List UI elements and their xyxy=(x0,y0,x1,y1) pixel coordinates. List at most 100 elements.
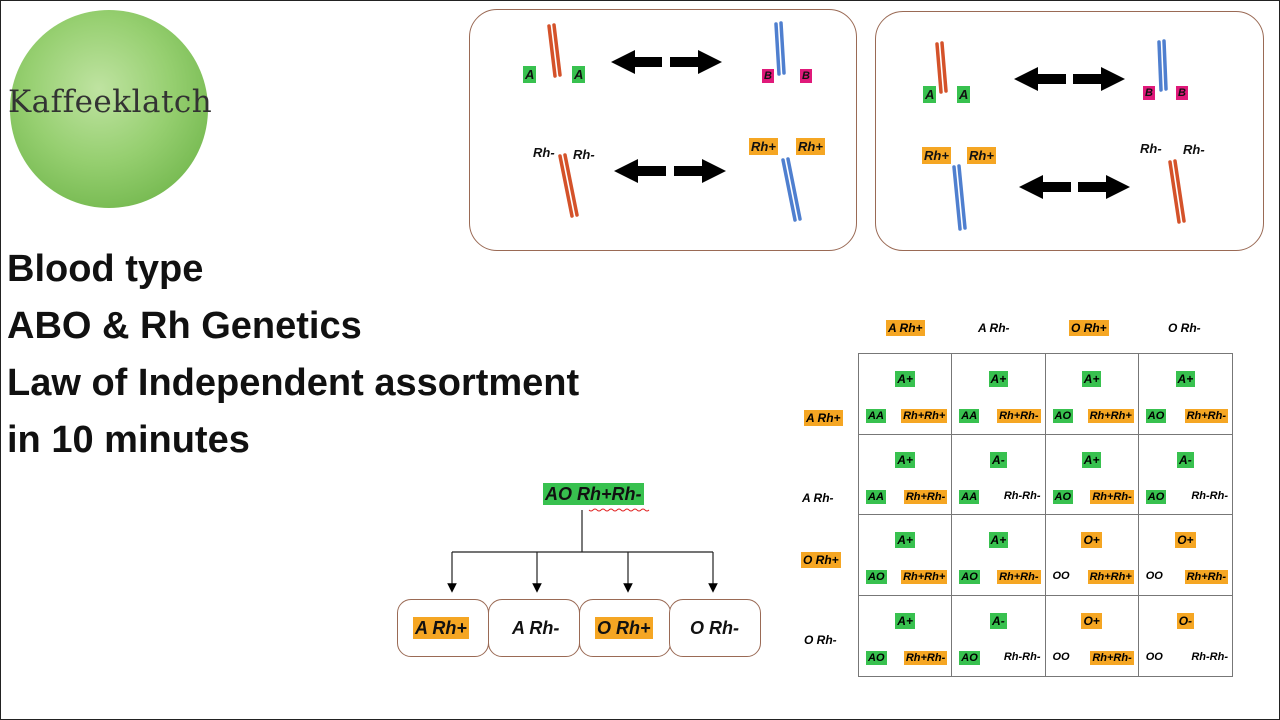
offspring-label-3: O Rh+ xyxy=(595,617,653,639)
chromosome-blue-panel2-bottom xyxy=(952,164,967,231)
double-arrow-panel2-bottom xyxy=(1019,175,1130,199)
double-arrow-panel1-top xyxy=(611,50,722,74)
punnett-cell: A+ AA Rh+Rh- xyxy=(859,434,953,515)
punnett-rh-genotype: Rh-Rh- xyxy=(1003,650,1041,663)
chromosome-panel-left xyxy=(469,9,857,251)
punnett-rh-genotype: Rh+Rh- xyxy=(997,409,1041,423)
punnett-cell: A+ AO Rh+Rh- xyxy=(859,595,953,676)
parent-genotype-text: AO Rh+Rh- xyxy=(543,483,644,505)
chromosome-red-panel1-top xyxy=(547,23,562,78)
punnett-abo-genotype: AO xyxy=(1145,409,1167,423)
allele-rhpos-left-2: Rh+ xyxy=(796,138,825,155)
logo-text: Kaffeeklatch xyxy=(8,84,213,120)
headline-line-4: in 10 minutes xyxy=(7,419,250,461)
punnett-cell: A- AA Rh-Rh- xyxy=(952,434,1046,515)
allele-a-right-2: A xyxy=(957,86,971,103)
chromosome-red-panel1-bottom xyxy=(558,153,579,218)
punnett-rh-genotype: Rh-Rh- xyxy=(1003,489,1041,502)
spellcheck-squiggle xyxy=(588,508,650,512)
punnett-abo-genotype: AO xyxy=(866,570,887,584)
offspring-box-2 xyxy=(488,599,580,657)
punnett-abo-genotype: AO xyxy=(866,650,887,665)
parent-genotype: AO Rh+Rh- xyxy=(543,483,644,505)
kaffeeklatch-logo xyxy=(10,10,208,208)
chromosome-panel-right xyxy=(875,11,1264,251)
punnett-abo-genotype: OO xyxy=(1052,570,1070,582)
punnett-rh-genotype: Rh+Rh+ xyxy=(1087,570,1134,584)
punnett-cell: A- AO Rh-Rh- xyxy=(952,595,1046,676)
punnett-abo-genotype: AA xyxy=(959,489,980,504)
punnett-col-header-2: A Rh- xyxy=(978,321,1010,335)
punnett-cell: A- AO Rh-Rh- xyxy=(1138,435,1232,515)
punnett-cell: A+ AO Rh+Rh- xyxy=(952,515,1046,596)
punnett-abo-genotype: AO xyxy=(959,650,980,665)
punnett-phenotype: O+ xyxy=(1081,612,1102,629)
punnett-abo-genotype: AA xyxy=(959,409,980,423)
allele-a-right-1: A xyxy=(923,86,937,103)
allele-rhpos-left-1: Rh+ xyxy=(749,138,778,155)
punnett-abo-genotype: AO xyxy=(1052,489,1073,504)
punnett-rh-genotype: Rh+Rh- xyxy=(997,570,1041,584)
punnett-phenotype: A+ xyxy=(895,451,915,468)
punnett-row-header-1: A Rh+ xyxy=(804,410,843,426)
punnett-abo-genotype: AA xyxy=(866,409,886,423)
allele-rhneg-left-2: Rh- xyxy=(573,147,595,162)
punnett-abo-genotype: AO xyxy=(1052,409,1073,423)
punnett-phenotype: A- xyxy=(990,451,1007,468)
punnett-phenotype: O+ xyxy=(1175,532,1196,548)
allele-rhpos-right-2: Rh+ xyxy=(967,147,996,164)
headline-line-2: ABO & Rh Genetics xyxy=(7,305,362,347)
punnett-rh-genotype: Rh-Rh- xyxy=(1191,489,1228,502)
punnett-rh-genotype: Rh+Rh+ xyxy=(1087,409,1134,423)
allele-b-left-1: B xyxy=(762,69,774,83)
double-arrow-panel1-bottom xyxy=(614,159,726,183)
allele-b-right-1: B xyxy=(1143,86,1155,100)
punnett-rh-genotype: Rh+Rh- xyxy=(1184,409,1228,423)
allele-rhneg-right-2: Rh- xyxy=(1183,142,1205,157)
punnett-phenotype: A- xyxy=(1177,451,1194,468)
punnett-row-header-3: O Rh+ xyxy=(801,552,841,568)
tree-connectors xyxy=(447,510,718,593)
punnett-cell: A+ AO Rh+Rh+ xyxy=(1045,354,1139,435)
punnett-row-header-4: O Rh- xyxy=(804,633,837,647)
punnett-rh-genotype: Rh-Rh- xyxy=(1191,650,1228,663)
allele-rhneg-left-1: Rh- xyxy=(533,145,555,160)
headline-line-3: Law of Independent assortment xyxy=(7,362,580,404)
allele-rhneg-right-1: Rh- xyxy=(1140,141,1162,156)
punnett-abo-genotype: AO xyxy=(1145,489,1167,504)
punnett-abo-genotype: OO xyxy=(1145,650,1163,663)
chromosome-blue-panel1-bottom xyxy=(781,157,802,222)
punnett-rh-genotype: Rh+Rh- xyxy=(903,489,948,504)
punnett-phenotype: A+ xyxy=(895,612,915,629)
punnett-rh-genotype: Rh+Rh+ xyxy=(901,409,948,423)
punnett-col-header-4: O Rh- xyxy=(1168,321,1201,335)
chromosome-blue-panel2-top xyxy=(1157,39,1168,92)
punnett-rh-genotype: Rh+Rh- xyxy=(903,650,948,665)
allele-a-left-2: A xyxy=(572,66,586,83)
allele-b-left-2: B xyxy=(800,69,812,83)
punnett-phenotype: A+ xyxy=(988,532,1009,548)
punnett-rh-genotype: Rh+Rh- xyxy=(1090,650,1134,665)
punnett-abo-genotype: AA xyxy=(866,489,886,504)
punnett-phenotype: A+ xyxy=(895,532,915,548)
punnett-phenotype: A- xyxy=(990,612,1007,629)
offspring-label-1: A Rh+ xyxy=(413,617,469,639)
allele-a-left-1: A xyxy=(523,66,537,83)
punnett-row-header-2: A Rh- xyxy=(802,491,834,505)
punnett-col-header-3: O Rh+ xyxy=(1069,320,1109,336)
double-arrow-panel2-top xyxy=(1014,67,1125,91)
punnett-phenotype: O+ xyxy=(1081,532,1102,548)
punnett-phenotype: A+ xyxy=(1081,451,1102,468)
punnett-abo-genotype: OO xyxy=(1145,570,1163,582)
punnett-phenotype: A+ xyxy=(1081,371,1102,387)
punnett-abo-genotype: AO xyxy=(959,570,980,584)
punnett-abo-genotype: OO xyxy=(1052,650,1070,663)
chromosome-blue-panel1-top xyxy=(774,21,786,76)
offspring-box-4 xyxy=(669,599,761,657)
punnett-cell: A+ AO Rh+Rh- xyxy=(1045,434,1139,515)
punnett-rh-genotype: Rh+Rh- xyxy=(1090,489,1134,504)
punnett-phenotype: A+ xyxy=(988,371,1009,387)
chromosome-red-panel2-bottom xyxy=(1168,159,1186,224)
